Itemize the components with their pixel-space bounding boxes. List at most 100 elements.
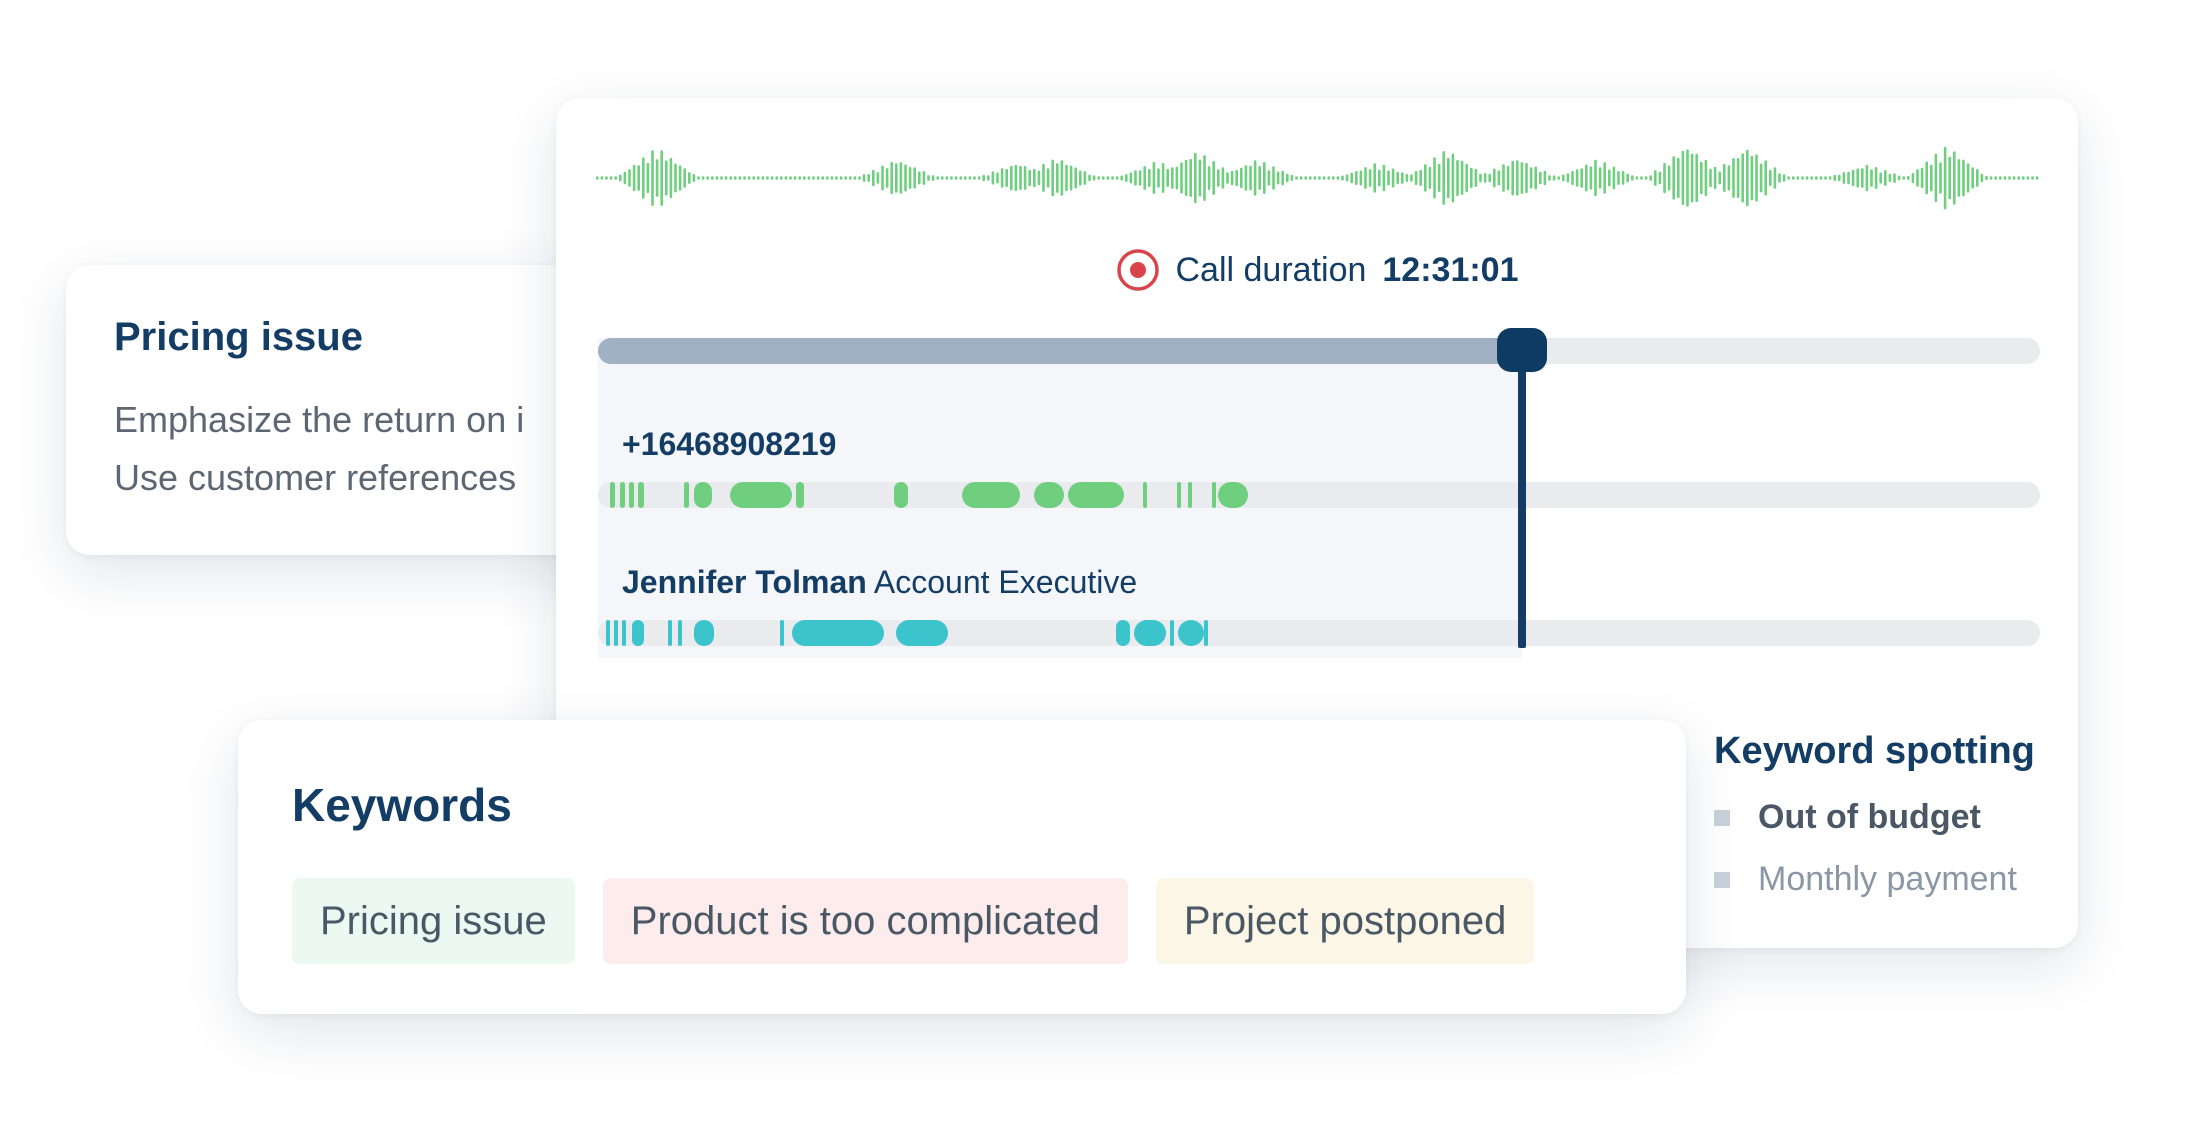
waveform-bar [1709,168,1712,188]
waveform-bar [1635,176,1639,180]
speaker-1-track[interactable] [598,482,2040,508]
waveform-bar [1120,175,1123,181]
waveform-bar [1046,168,1050,188]
waveform-bar [1401,172,1404,184]
waveform-bar [1621,171,1625,185]
waveform-bar [1378,169,1381,187]
waveform-bar [1805,176,1809,180]
waveform-bar [1893,173,1896,183]
waveform-bar [1631,175,1634,181]
waveform-bar [1792,176,1795,180]
waveform-bar [1511,160,1514,196]
waveform-bar [1594,159,1597,197]
waveform-bar [844,176,847,180]
waveform-bar [1897,175,1901,181]
waveform-bar [1782,174,1786,182]
keyword-chip-pricing-issue[interactable]: Pricing issue [292,878,575,964]
waveform-bar [1525,162,1528,194]
waveform-bar [1948,156,1951,200]
waveform-bar [1681,150,1685,205]
speaker-2-track[interactable] [598,620,2040,646]
waveform-bar [711,176,714,180]
waveform-bar [1456,159,1459,197]
speech-segment [638,482,644,508]
waveform-bar [1318,176,1321,180]
waveform-bar [1695,153,1698,203]
waveform-bar [936,176,939,180]
waveform-bar [895,163,898,193]
waveform-bar [1295,176,1298,180]
playhead-line [1518,350,1526,648]
tip-title: Pricing issue [114,315,363,359]
waveform-bar [1184,159,1188,197]
waveform-bar [890,162,893,195]
waveform-bar [1138,170,1142,186]
waveform-bar [623,171,627,185]
waveform-bar [1033,168,1036,188]
speech-segment [1143,482,1147,508]
waveform-bar [605,176,608,180]
keyword-chips: Pricing issue Product is too complicated… [292,878,1535,964]
waveform-bar [1051,159,1054,197]
speaker-2-label: Jennifer Tolman Account Executive [622,564,1137,601]
waveform-bar [600,176,604,180]
waveform-bar [1382,164,1386,192]
waveform-bar [968,176,972,180]
waveform-bar [1529,167,1533,189]
waveform-bar [1516,160,1519,196]
waveform-bar [1879,172,1882,184]
audio-waveform [596,146,2039,210]
waveform-bar [835,176,838,180]
waveform-bar [729,176,732,180]
waveform-bar [1336,176,1340,180]
speech-segment [1212,482,1216,508]
waveform-bar [1350,172,1353,184]
waveform-bar [1493,168,1496,188]
waveform-bar [1787,176,1790,180]
waveform-bar [927,175,930,181]
waveform-bar [872,169,875,187]
waveform-bar [1088,174,1091,182]
waveform-bar [1290,174,1294,181]
keyword-spotting-item[interactable]: Out of budget [1714,798,1981,837]
waveform-bar [1276,171,1280,185]
record-icon [1116,249,1159,291]
waveform-bar [2022,176,2025,180]
waveform-bar [1341,175,1344,181]
playhead-handle[interactable] [1497,328,1547,372]
speech-segment [614,620,618,646]
progress-bar[interactable] [598,338,2040,364]
waveform-bar [1989,176,1993,180]
speaker-1-name: +16468908219 [622,426,837,462]
keyword-chip-product-complicated[interactable]: Product is too complicated [602,878,1128,964]
waveform-bar [881,165,884,191]
waveform-bar [1433,157,1436,199]
waveform-bar [1387,170,1390,186]
waveform-bar [2003,176,2007,180]
waveform-bar [803,176,806,180]
keyword-chip-project-postponed[interactable]: Project postponed [1155,878,1535,964]
waveform-bar [1483,173,1487,183]
waveform-bar [642,157,645,199]
waveform-bar [904,164,907,192]
waveform-bar [950,176,953,180]
waveform-bar [1677,157,1680,199]
waveform-bar [1769,169,1772,187]
waveform-bar [1037,170,1041,186]
waveform-bar [752,176,755,180]
waveform-bar [1911,172,1915,184]
waveform-bar [1566,173,1570,183]
waveform-bar [724,176,728,180]
speech-segment [1068,482,1124,508]
waveform-bar [1079,170,1082,186]
waveform-bar [1741,153,1744,203]
keyword-spotting-item[interactable]: Monthly payment [1714,860,2017,899]
waveform-bar [1966,163,1970,193]
speaker-1-label: +16468908219 [622,426,836,463]
waveform-bar [743,176,746,180]
speech-segment [1134,620,1166,646]
waveform-bar [973,176,976,180]
waveform-bar [1658,171,1662,185]
waveform-bar [1778,173,1781,183]
waveform-bar [991,171,995,185]
